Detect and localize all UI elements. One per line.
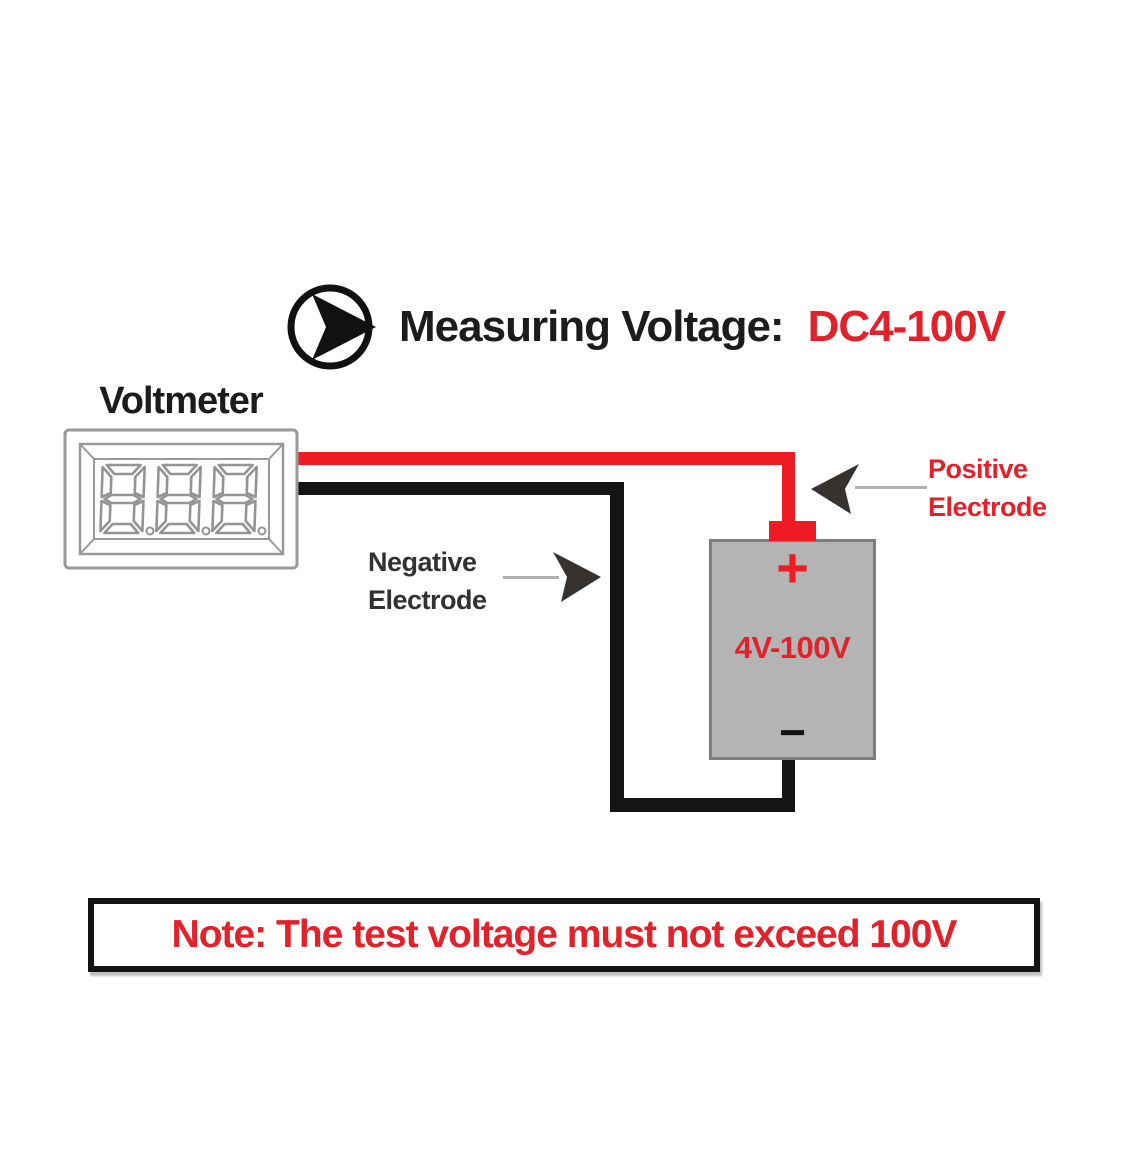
arrow-right-circle-icon	[287, 284, 376, 370]
negative-wire-horizontal-bottom	[610, 798, 795, 812]
battery-minus-symbol: −	[779, 706, 806, 758]
positive-electrode-line1: Positive	[928, 454, 1028, 484]
positive-arrow-line	[855, 486, 927, 489]
header: Measuring Voltage: DC4-100V	[285, 279, 1006, 375]
header-title: Measuring Voltage:	[399, 302, 785, 351]
positive-electrode-label: Positive Electrode	[928, 450, 1047, 526]
voltmeter-display	[63, 428, 299, 570]
positive-arrow-icon	[811, 464, 859, 514]
header-voltage-range: DC4-100V	[807, 302, 1006, 351]
note-box: Note: The test voltage must not exceed 1…	[88, 898, 1040, 972]
negative-wire-vertical-right	[782, 756, 795, 812]
negative-electrode-line2: Electrode	[368, 585, 487, 615]
positive-electrode-line2: Electrode	[928, 492, 1047, 522]
battery-positive-terminal	[769, 521, 816, 541]
battery-range-label: 4V-100V	[734, 630, 851, 665]
voltmeter-label: Voltmeter	[99, 380, 263, 422]
negative-electrode-line1: Negative	[368, 547, 477, 577]
battery-box: + 4V-100V −	[709, 536, 876, 760]
negative-electrode-label: Negative Electrode	[368, 543, 487, 619]
negative-wire-vertical-left	[610, 482, 624, 812]
positive-wire-horizontal	[297, 452, 795, 465]
negative-wire-horizontal-top	[297, 482, 624, 495]
battery-plus-symbol: +	[776, 536, 809, 599]
negative-arrow-icon	[553, 552, 601, 602]
negative-arrow-line	[503, 576, 559, 579]
note-text: Note: The test voltage must not exceed 1…	[171, 913, 958, 956]
positive-wire-vertical	[782, 452, 795, 523]
